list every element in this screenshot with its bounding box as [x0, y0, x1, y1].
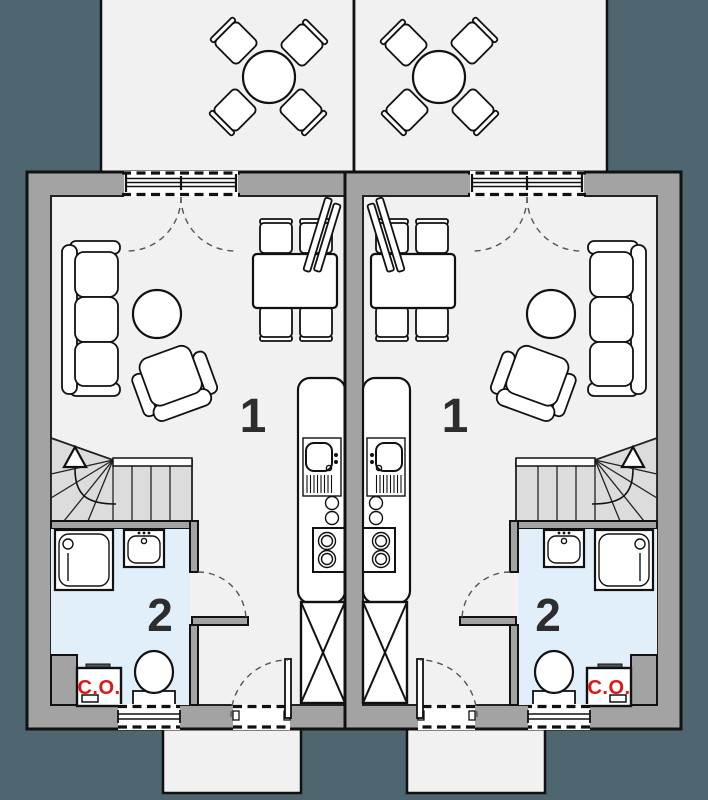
bathroom-window — [117, 704, 181, 730]
toilet — [132, 649, 176, 706]
entrance-door — [230, 658, 292, 730]
hall-partition — [189, 520, 249, 706]
cooktop — [312, 527, 346, 573]
door-swing-arc — [230, 659, 289, 718]
kitchen-sink — [302, 437, 342, 497]
entry-porch — [161, 727, 303, 795]
kitchen-knob — [324, 510, 340, 526]
leaning-boards — [302, 196, 342, 273]
boiler-unit — [75, 663, 123, 708]
stairs-up-arrow-icon — [62, 444, 88, 469]
staircase — [50, 436, 193, 522]
stair-handrail — [112, 457, 193, 467]
dining-chair — [259, 218, 293, 254]
dining-chair — [299, 306, 333, 342]
balcony-door — [122, 171, 240, 252]
room2-label-left: 2 — [147, 589, 173, 641]
terrace-chair — [209, 16, 258, 65]
terrace-table — [241, 49, 297, 105]
stairs-direction-curve — [74, 468, 117, 505]
kitchen-knob — [324, 495, 340, 511]
dining-chair — [259, 306, 293, 342]
boiler-label-left: C.O. — [77, 677, 120, 699]
terrace-chair — [279, 88, 328, 137]
shower — [53, 528, 115, 592]
kitchen — [296, 376, 347, 705]
terrace-dining-set — [208, 16, 329, 137]
dining-table — [251, 252, 339, 310]
room2-label-right: 2 — [535, 589, 561, 641]
bathroom-door-swing-arc — [197, 571, 247, 621]
coffee-table — [131, 288, 183, 340]
room1-label-left: 1 — [240, 390, 267, 443]
bathroom-wall-top — [50, 520, 199, 530]
tall-cabinet — [299, 600, 347, 705]
bathroom-corner-wall — [50, 654, 78, 706]
room1-label-right: 1 — [442, 390, 469, 443]
terrace-chair — [280, 18, 329, 67]
armchair — [131, 344, 219, 422]
door-leaf — [284, 658, 292, 719]
terrace-chair — [208, 88, 257, 137]
dining-set — [251, 196, 342, 342]
sofa — [61, 240, 121, 397]
washbasin — [122, 528, 166, 569]
boiler-label-right: C.O. — [587, 677, 630, 699]
unit-left — [25, 0, 365, 795]
